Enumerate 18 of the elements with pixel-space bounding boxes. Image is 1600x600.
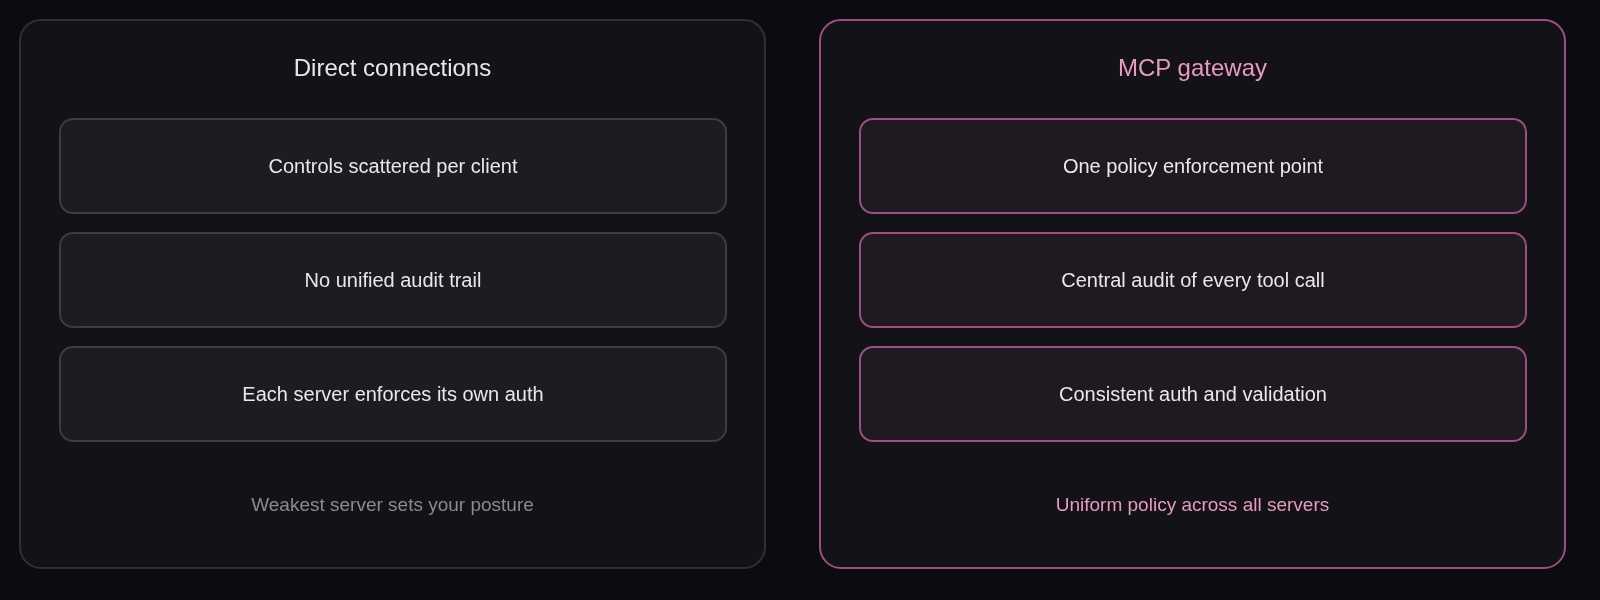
feature-text: Central audit of every tool call: [1061, 268, 1325, 292]
feature-box: [859, 346, 1527, 442]
feature-box: [59, 118, 727, 214]
feature-box: [859, 118, 1527, 214]
feature-box: [59, 346, 727, 442]
feature-text: Consistent auth and validation: [1059, 382, 1327, 406]
feature-box: [59, 232, 727, 328]
panel-footer-note: Weakest server sets your posture: [251, 494, 534, 516]
feature-text: One policy enforcement point: [1062, 154, 1324, 178]
feature-box: [859, 232, 1527, 328]
comparison-panel: [819, 19, 1566, 569]
panel-title: Direct connections: [293, 54, 492, 82]
feature-text: Each server enforces its own auth: [242, 382, 544, 406]
feature-text: Controls scattered per client: [268, 154, 518, 178]
comparison-panel: [19, 19, 766, 569]
panel-title: MCP gateway: [1118, 54, 1267, 82]
feature-text: No unified audit trail: [304, 268, 482, 292]
panel-footer-note: Uniform policy across all servers: [1055, 494, 1330, 516]
